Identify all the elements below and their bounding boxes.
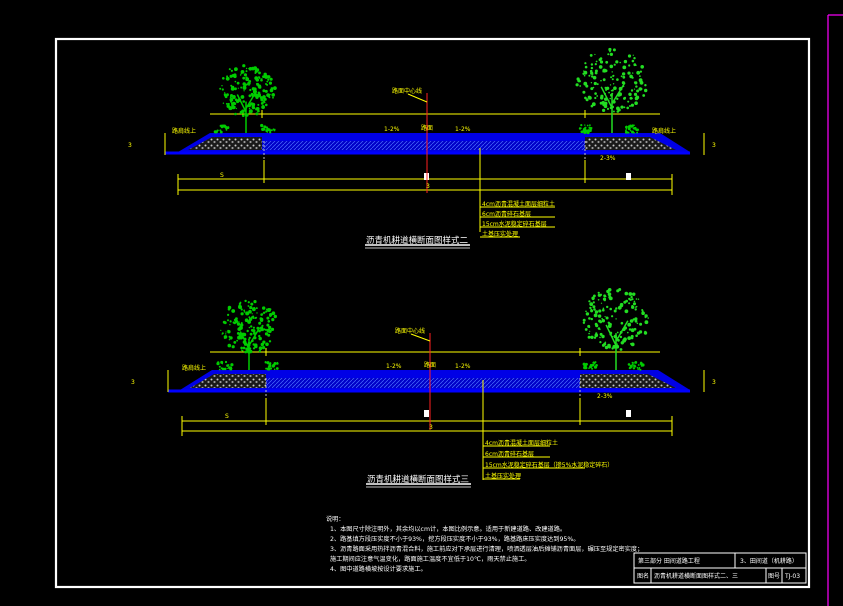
title-block-number: TJ-03 — [784, 573, 800, 580]
shrub-left-1b — [260, 123, 276, 134]
layer-2-2: 6cm沥青碎石基层 — [485, 450, 534, 458]
title-block-part: 第三部分 田间道路工程 — [638, 557, 700, 565]
section-2 — [167, 348, 705, 480]
slope-shoulder-1: 2-3% — [600, 155, 616, 162]
shrub-right-2b — [627, 361, 645, 371]
shrub-left-1 — [213, 124, 230, 134]
shrub-right-2 — [582, 361, 598, 370]
slope-left-2: 1-2% — [386, 363, 402, 370]
layer-2-4: 土基压实处理 — [485, 472, 521, 480]
dim-right-2: 3 — [712, 379, 716, 386]
layer-table-2 — [483, 445, 585, 480]
title-block-number-label: 图号 — [768, 573, 780, 580]
shrub-left-2b — [264, 361, 279, 371]
section-2-title: 沥青机耕道横断面图样式三 — [367, 474, 469, 485]
shrub-left-2 — [216, 360, 234, 371]
title-block: 第三部分 田间道路工程 3、田间道（机耕路） 图名 沥青机耕道横断面图样式二、三… — [633, 552, 807, 584]
dim-center-1: 3 — [426, 183, 430, 190]
slope-right-1: 1-2% — [455, 126, 471, 133]
shrub-right-1 — [578, 124, 593, 135]
dim-left-2: 3 — [131, 379, 135, 386]
layer-1-3: 15cm水泥稳定碎石基层 — [482, 220, 547, 228]
tree-right-1 — [575, 47, 648, 133]
note-1: 1、本图尺寸除注明外，其余均以cm计，本图比例示意。适用于新建道路、改建道路。 — [330, 525, 566, 533]
dim-center-2: 3 — [429, 424, 433, 431]
title-block-category: 3、田间道（机耕路） — [740, 557, 798, 565]
dim-right-1: 3 — [712, 142, 716, 149]
center-mark-1: 路面 — [421, 124, 433, 132]
curb-left-2: 路肩线上 — [182, 364, 206, 372]
layer-1-2: 6cm沥青碎石基层 — [482, 210, 531, 218]
curb-left-1: 路肩线上 — [172, 127, 196, 135]
title-block-name-label: 图名 — [637, 572, 649, 580]
note-5: 4、图中道路横坡按设计要求施工。 — [330, 565, 427, 573]
dim-total-2: S — [225, 413, 229, 420]
trees — [213, 47, 649, 371]
section-1-title: 沥青机耕道横断面图样式二 — [366, 235, 469, 246]
note-3: 3、沥青路面采用热拌沥青混合料，施工前应对下承层进行清理，喷洒透层油后摊铺沥青面… — [330, 545, 643, 553]
layer-1-1: 4cm沥青混凝土面层细粒土 — [482, 200, 555, 208]
center-mark-2: 路面 — [424, 361, 436, 369]
section-1 — [164, 110, 705, 232]
tree-left-2 — [220, 299, 277, 370]
slope-shoulder-2: 2-3% — [597, 393, 613, 400]
centerline-label-2: 路面中心线 — [395, 327, 425, 335]
notes-heading: 说明： — [326, 515, 345, 523]
curb-right-1: 路肩线上 — [652, 127, 676, 135]
drawing-frame — [54, 37, 811, 589]
slope-right-2: 1-2% — [455, 363, 471, 370]
layer-table-1 — [480, 206, 555, 238]
note-4: 施工期间应注意气温变化，路面施工温度不宜低于10℃，雨天禁止施工。 — [330, 555, 530, 563]
slope-left-1: 1-2% — [384, 126, 400, 133]
layer-1-4: 土基压实处理 — [482, 230, 518, 238]
layer-2-3: 15cm水泥稳定碎石基层（掺5%水泥稳定碎石） — [485, 461, 613, 469]
tree-left-1 — [219, 64, 277, 133]
layer-2-1: 4cm沥青混凝土面层细粒土 — [485, 439, 558, 447]
centerline-label-1: 路面中心线 — [392, 87, 422, 95]
dim-total-1: S — [220, 172, 224, 179]
title-block-name: 沥青机耕道横断面图样式二、三 — [654, 572, 738, 580]
shrub-right-1b — [624, 124, 640, 134]
notes: 说明： 1、本图尺寸除注明外，其余均以cm计，本图比例示意。适用于新建道路、改建… — [326, 515, 643, 573]
note-2: 2、路基填方段压实度不小于93%，挖方段压实度不小于93%，路基路床压实度达到9… — [330, 535, 579, 543]
tree-right-2 — [582, 288, 649, 370]
dim-left-1: 3 — [128, 142, 132, 149]
